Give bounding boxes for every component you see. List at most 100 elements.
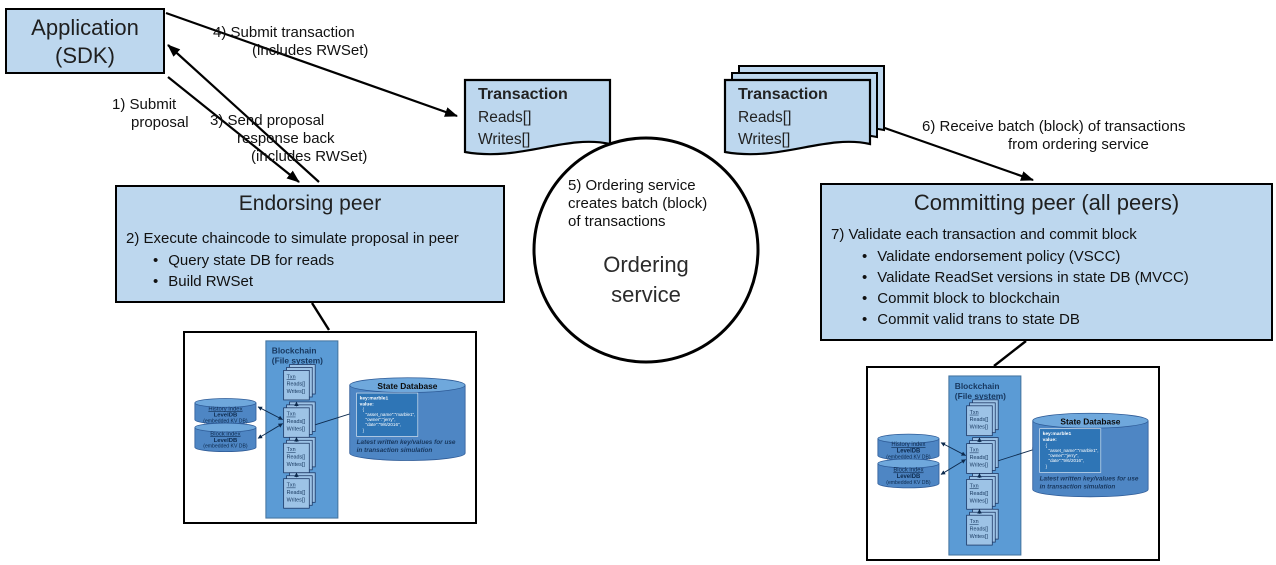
committing-peer-box: Committing peer (all peers) 7) Validate … xyxy=(820,183,1273,341)
txn-stack: Txn Reads[] Writes[] xyxy=(283,401,316,438)
txn-reads: Reads[] xyxy=(287,419,306,425)
blockchain-label-1: Blockchain xyxy=(955,381,1000,391)
endorsing-bullet: Build RWSet xyxy=(153,273,253,290)
history-index-engine: LevelDB xyxy=(897,449,921,455)
arrow-receive-batch xyxy=(878,124,1034,182)
block-index-cylinder: Block index LevelDB (embedded KV DB) xyxy=(877,458,940,489)
block-index-note: (embedded KV DB) xyxy=(886,480,931,486)
txn-title: Txn xyxy=(287,483,296,489)
transaction-doc-writes: Writes[] xyxy=(478,131,531,148)
kv-line: value: xyxy=(1043,437,1058,443)
history-index-engine: LevelDB xyxy=(214,413,238,419)
transaction-doc-reads: Reads[] xyxy=(478,109,532,126)
committing-step: 7) Validate each transaction and commit … xyxy=(831,226,1137,243)
label-submit-transaction-1: 4) Submit transaction xyxy=(213,24,355,41)
link-to-history-index xyxy=(940,442,966,456)
txn-writes: Writes[] xyxy=(287,426,306,432)
link-to-history-index xyxy=(257,406,283,421)
txn-title: Txn xyxy=(970,448,979,454)
transaction-stack-shape xyxy=(723,65,885,156)
kv-line: key:marble1 xyxy=(360,395,389,401)
state-database-cylinder: State Database key:marble1 value: { "ass… xyxy=(349,377,466,461)
txn-writes: Writes[] xyxy=(287,462,306,468)
ordering-note-1: 5) Ordering service xyxy=(568,177,696,194)
label-submit-proposal-2: proposal xyxy=(131,114,189,131)
label-proposal-response-2: response back xyxy=(237,130,335,147)
arrow-proposal-response xyxy=(167,44,320,183)
committing-bullet: Commit block to blockchain xyxy=(862,290,1060,307)
history-index-name: History index xyxy=(891,442,925,448)
label-submit-transaction-2: (includes RWSet) xyxy=(252,42,369,59)
txn-reads: Reads[] xyxy=(970,417,989,423)
txn-writes: Writes[] xyxy=(970,498,989,504)
block-index-name: Block index xyxy=(210,431,240,437)
label-receive-batch-1: 6) Receive batch (block) of transactions xyxy=(922,118,1186,135)
txn-writes: Writes[] xyxy=(970,425,989,431)
txn-stack: Txn Reads[] Writes[] xyxy=(283,472,316,509)
label-proposal-response-1: 3) Send proposal xyxy=(210,112,325,129)
txn-title: Txn xyxy=(287,412,296,418)
txn-reads: Reads[] xyxy=(970,527,989,533)
kv-line: } xyxy=(1046,464,1048,469)
ordering-service-circle xyxy=(532,136,760,364)
blockchain-label-1: Blockchain xyxy=(272,346,317,356)
kv-line: "date":"9/6/2016", xyxy=(1049,458,1084,463)
sdk-line: (SDK) xyxy=(55,43,115,68)
label-proposal-response-3: (includes RWSet) xyxy=(251,148,368,165)
label-receive-batch-2: from ordering service xyxy=(1008,136,1149,153)
ordering-service-label-1: Ordering xyxy=(603,252,689,277)
connector-committer-internals xyxy=(993,340,1027,367)
transaction-doc-title: Transaction xyxy=(478,86,568,103)
endorser-internals-panel: Blockchain (File system) Txn Reads[] Wri… xyxy=(183,331,477,524)
endorsing-peer-title: Endorsing peer xyxy=(238,192,382,215)
history-index-cylinder: History index LevelDB (embedded KV DB) xyxy=(877,433,940,461)
committing-bullet: Validate ReadSet versions in state DB (M… xyxy=(862,269,1189,286)
arrow-submit-proposal xyxy=(167,76,300,183)
committing-bullet: Commit valid trans to state DB xyxy=(862,311,1080,328)
history-index-name: History index xyxy=(208,406,242,412)
transaction-doc-shape xyxy=(463,78,612,156)
txn-writes: Writes[] xyxy=(287,497,306,503)
committing-peer-title: Committing peer (all peers) xyxy=(913,190,1180,215)
state-db-title: State Database xyxy=(377,381,437,391)
txn-writes: Writes[] xyxy=(970,462,989,468)
txn-stack: Txn Reads[] Writes[] xyxy=(966,473,999,510)
committing-bullet: Validate endorsement policy (VSCC) xyxy=(862,248,1120,265)
txn-title: Txn xyxy=(970,483,979,489)
blockchain-label-2: (File system) xyxy=(955,391,1006,401)
transaction-stack-title: Transaction xyxy=(738,86,828,103)
txn-title: Txn xyxy=(287,374,296,380)
kv-line: "asset_name":"marble1", xyxy=(1049,448,1099,453)
ordering-service-label-2: service xyxy=(611,282,681,307)
committer-internals-panel: Blockchain (File system) Txn Reads[] Wri… xyxy=(866,366,1160,561)
endorsing-step: 2) Execute chaincode to simulate proposa… xyxy=(126,230,459,247)
endorser-internals-diagram: Blockchain (File system) Txn Reads[] Wri… xyxy=(194,340,466,519)
state-db-caption-2: in transaction simulation xyxy=(1040,483,1116,490)
kv-line: "owner":"jerry", xyxy=(366,417,396,422)
block-index-note: (embedded KV DB) xyxy=(203,444,248,450)
transaction-stack-writes: Writes[] xyxy=(738,131,791,148)
state-db-title: State Database xyxy=(1060,417,1120,427)
ordering-note-3: of transactions xyxy=(568,213,666,230)
state-database-cylinder: State Database key:marble1 value: { "ass… xyxy=(1032,412,1149,498)
block-index-engine: LevelDB xyxy=(214,438,238,444)
state-db-kv-box xyxy=(1039,428,1102,473)
state-db-caption-1: Latest written key/values for use xyxy=(357,439,456,446)
label-submit-proposal-1: 1) Submit xyxy=(112,96,177,113)
txn-title: Txn xyxy=(970,519,979,525)
application-sdk-box: Application (SDK) xyxy=(5,8,165,74)
kv-line: { xyxy=(363,407,365,412)
state-db-caption-2: in transaction simulation xyxy=(357,447,433,454)
txn-stack: Txn Reads[] Writes[] xyxy=(283,436,316,474)
state-db-caption-1: Latest written key/values for use xyxy=(1040,475,1139,482)
blockchain-label-2: (File system) xyxy=(272,356,323,366)
kv-line: "asset_name":"marble1", xyxy=(366,412,416,417)
application-sdk-label: Application (SDK) xyxy=(7,14,163,70)
kv-line: } xyxy=(363,428,365,433)
txn-title: Txn xyxy=(970,410,979,416)
block-index-cylinder: Block index LevelDB (embedded KV DB) xyxy=(194,422,257,452)
txn-title: Txn xyxy=(287,447,296,453)
txn-reads: Reads[] xyxy=(287,455,306,461)
